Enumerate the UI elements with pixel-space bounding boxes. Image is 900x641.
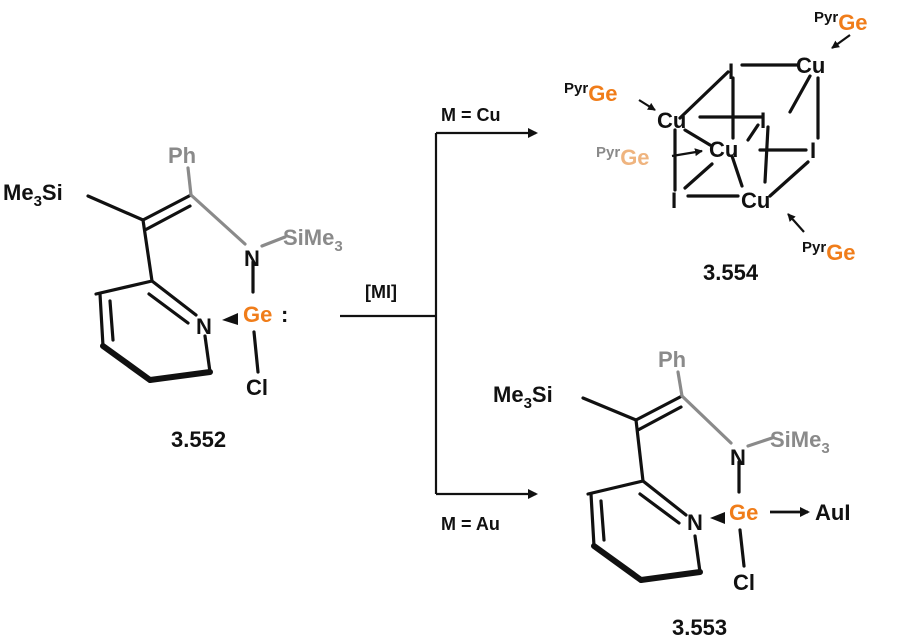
pyrge-ligand-1: PyrGe: [564, 80, 618, 106]
bond-si-c-au: [581, 396, 638, 422]
cu-atom-3: Cu: [709, 137, 738, 162]
ge-label-au: Ge: [729, 500, 758, 525]
cu-atom-2: Cu: [657, 108, 686, 133]
compound-label-3553: 3.553: [672, 615, 727, 640]
bond-c-ring-au: [634, 418, 645, 483]
bond-n-si-au: [746, 436, 774, 448]
compound-3552: Me3Si Ph N SiMe3 N Ge : Cl 3.552: [3, 143, 343, 452]
reaction-arrows: [MI] M = Cu M = Au: [340, 105, 538, 534]
ph-label: Ph: [168, 143, 196, 168]
i-atom-1: I: [728, 59, 734, 84]
cu-atom-4: Cu: [741, 188, 770, 213]
aui-label: AuI: [815, 500, 850, 525]
pyrge-ligand-3: PyrGe: [596, 144, 650, 170]
i-atom-4: I: [671, 188, 677, 213]
i-atom-2: I: [760, 108, 766, 133]
cube-edge-15: [730, 154, 744, 188]
dative-arrow-2: [831, 34, 851, 49]
n-pyridine-label: N: [196, 314, 212, 339]
ring-au-bond-2b: [599, 499, 606, 542]
i-atom-3: I: [810, 138, 816, 163]
cube-edge-13: [683, 162, 714, 190]
cube-edge-10: [746, 123, 760, 142]
ge-label: Ge: [243, 302, 272, 327]
compound-3553: Me3Si Ph N SiMe3 N Ge AuI Cl 3.553: [493, 347, 850, 640]
sime3-label-au: SiMe3: [770, 427, 830, 457]
bond-c-ph-au: [676, 370, 684, 398]
ring-bond-2b: [108, 299, 115, 342]
bond-c-c-alkene: [141, 193, 193, 222]
branch-label-cu: M = Cu: [441, 105, 501, 125]
compound-3554: Cu I Cu I Cu I I Cu PyrGe PyrGe PyrGe Py…: [564, 9, 868, 285]
n-pyridine-label-au: N: [687, 510, 703, 535]
compound-label-3554: 3.554: [703, 260, 759, 285]
bond-ge-cl: [252, 330, 260, 374]
ring-bond-2: [98, 292, 105, 348]
me3si-label: Me3Si: [3, 180, 63, 210]
ring-bond-4: [147, 369, 213, 383]
dative-arrow-4: [787, 213, 805, 233]
ring-bond-6: [150, 279, 198, 317]
ring-au-bond-6b: [638, 492, 681, 525]
bond-alkene-au: [634, 394, 684, 422]
bond-c-ring: [141, 218, 154, 283]
bond-c-n: [189, 193, 247, 246]
dative-arrow-3: [671, 148, 703, 158]
ring-bond-1: [94, 279, 154, 296]
bond-c-c-alkene-second: [143, 204, 192, 232]
cube-edge-8: [763, 125, 770, 184]
ring-bond-5: [203, 334, 212, 374]
cube-edge-14: [768, 160, 810, 198]
branch-label-au: M = Au: [441, 514, 500, 534]
lone-pair: :: [281, 302, 288, 327]
dative-wedge-au: [710, 512, 725, 524]
ring-au-bond-5: [693, 534, 702, 574]
ring-au-bond-1: [586, 479, 645, 496]
cube-edge-1: [678, 70, 730, 120]
pyrge-ligand-4: PyrGe: [802, 239, 856, 265]
reagent-label: [MI]: [365, 282, 397, 302]
ring-bond-6b: [147, 292, 190, 325]
bond-alkene-au-second: [636, 405, 683, 432]
ring-au-bond-2: [589, 492, 596, 548]
dative-wedge: [222, 313, 238, 325]
bond-ge-cl-au: [738, 528, 746, 568]
cube-edge-3: [788, 74, 812, 114]
n-amide-label: N: [244, 246, 260, 271]
dative-arrow-1: [638, 99, 656, 111]
bond-c-ph: [186, 166, 193, 197]
ring-au-bond-4: [638, 569, 703, 583]
compound-label-3552: 3.552: [171, 427, 226, 452]
ring-au-bond-6: [641, 479, 688, 517]
n-amide-label-au: N: [730, 445, 746, 470]
bond-c-n-au: [680, 394, 733, 445]
cl-label: Cl: [246, 375, 268, 400]
ph-label-au: Ph: [658, 347, 686, 372]
me3si-label-au: Me3Si: [493, 382, 553, 412]
cu-atom-1: Cu: [796, 53, 825, 78]
bond-si-c: [86, 194, 145, 222]
sime3-label: SiMe3: [283, 225, 343, 255]
ring-au-bond-3: [591, 543, 644, 583]
pyrge-ligand-2: PyrGe: [814, 9, 868, 35]
bond-n-si: [260, 235, 287, 248]
ring-bond-3: [100, 343, 153, 383]
cube-edge-9: [683, 128, 712, 147]
cl-label-au: Cl: [733, 570, 755, 595]
